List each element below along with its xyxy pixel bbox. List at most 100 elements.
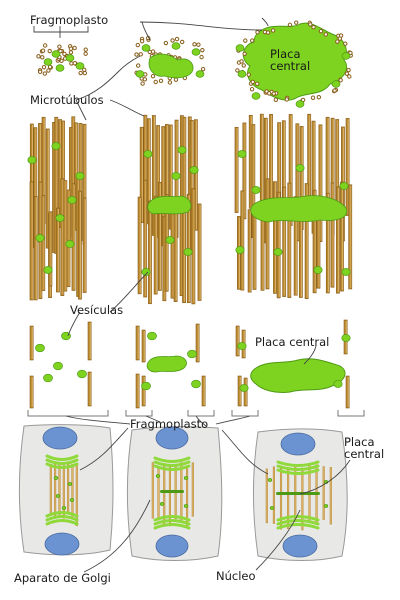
microtubule-cross-section <box>167 80 173 85</box>
vesicle <box>195 70 205 78</box>
side-view-mid <box>137 114 202 305</box>
microtubule-cross-section <box>310 95 316 100</box>
top-view-row <box>36 20 353 108</box>
microtubule <box>242 122 247 220</box>
microtubule-cross-section <box>249 87 255 92</box>
microtubule-cross-section <box>200 66 206 72</box>
microtubule-cross-section <box>335 39 340 44</box>
vesicle <box>273 248 283 256</box>
microtubule <box>259 113 264 205</box>
microtubule-cross-section <box>163 40 169 46</box>
microtubule <box>135 373 140 409</box>
microtubule-cross-section <box>142 77 148 82</box>
microtubule-cross-section <box>153 79 158 85</box>
microtubule <box>191 188 196 305</box>
microtubule-cross-section <box>242 51 247 56</box>
vesicle <box>191 379 201 389</box>
microtubule <box>312 189 317 294</box>
vesicle-cluster <box>147 195 192 215</box>
microtubule <box>322 466 325 520</box>
microtubule <box>276 191 281 299</box>
nucleus-late-bottom <box>282 534 318 558</box>
microtubule-cross-section <box>72 61 78 66</box>
microtubule <box>143 179 148 298</box>
vesicle <box>323 504 329 508</box>
cell-wall-early <box>19 424 114 556</box>
vesicle <box>237 70 247 78</box>
microtubule <box>54 461 57 516</box>
vesicle <box>141 268 151 276</box>
vesicle <box>51 142 61 150</box>
vesicle <box>43 58 53 66</box>
microtubule <box>282 186 287 297</box>
vesicle <box>191 48 201 56</box>
microtubule-cross-section <box>294 20 299 25</box>
golgi-cisterna <box>276 515 320 522</box>
microtubule-cross-section <box>199 54 204 60</box>
microtubule-cross-section <box>346 67 351 73</box>
microtubule-cross-section <box>81 67 87 73</box>
golgi-cisterna <box>153 460 191 467</box>
golgi-cisterna <box>276 464 320 471</box>
cell-late <box>253 428 348 561</box>
microtubule-cross-section <box>83 47 88 52</box>
microtubule <box>348 184 353 290</box>
golgi-cisterna <box>45 458 79 465</box>
microtubule <box>273 181 277 294</box>
microtubule <box>197 203 202 301</box>
microtubule <box>157 182 162 291</box>
vesicle <box>295 164 305 172</box>
vesicle <box>295 100 305 108</box>
nucleus-early-top <box>42 426 78 450</box>
microtubule <box>265 468 268 524</box>
microtubule-cross-section <box>255 30 260 35</box>
vesicle <box>187 349 197 359</box>
microtubule <box>75 465 78 527</box>
microtubule-cross-section <box>138 52 143 57</box>
vesicle <box>235 44 245 52</box>
microtubule-cross-section <box>69 61 74 66</box>
microtubule-cross-section <box>343 41 348 46</box>
nucleus-mid-bottom <box>155 534 189 558</box>
microtubule-cross-section <box>246 72 251 77</box>
microtubule <box>340 181 344 292</box>
microtubule-cross-section <box>41 64 47 70</box>
simple-view-row <box>27 319 365 417</box>
vesicle <box>183 504 189 508</box>
microtubule-cross-section <box>250 79 256 85</box>
microtubule <box>234 126 239 213</box>
microtubule <box>62 465 65 519</box>
vesicle <box>75 62 85 70</box>
vesicle <box>239 384 249 392</box>
microtubule <box>135 325 140 361</box>
microtubule-cross-section <box>270 28 276 33</box>
vesicle <box>61 506 67 510</box>
microtubule <box>318 124 323 243</box>
microtubule <box>66 189 71 288</box>
simple-view-mid <box>135 323 206 409</box>
microtubule <box>193 119 198 231</box>
vesicle <box>77 369 87 379</box>
microtubule-cross-section <box>37 69 43 74</box>
microtubule-cross-section <box>243 38 248 43</box>
vesicle <box>165 236 175 244</box>
vesicle <box>55 494 61 498</box>
microtubule <box>29 375 34 409</box>
vesicle <box>333 380 343 388</box>
vesicle <box>67 482 73 486</box>
microtubule <box>272 466 275 524</box>
microtubule-cross-section <box>134 52 139 57</box>
vesicle <box>341 52 351 60</box>
microtubule <box>29 181 34 301</box>
microtubule <box>247 209 252 293</box>
microtubule-cross-section <box>249 38 255 43</box>
top-view-late <box>235 20 353 108</box>
vesicle <box>189 166 199 174</box>
microtubule <box>41 194 46 291</box>
microtubule <box>345 375 350 409</box>
microtubule-cross-section <box>267 91 272 96</box>
microtubule-cross-section <box>147 49 152 55</box>
microtubule-cross-section <box>235 68 240 73</box>
microtubule <box>45 128 50 249</box>
